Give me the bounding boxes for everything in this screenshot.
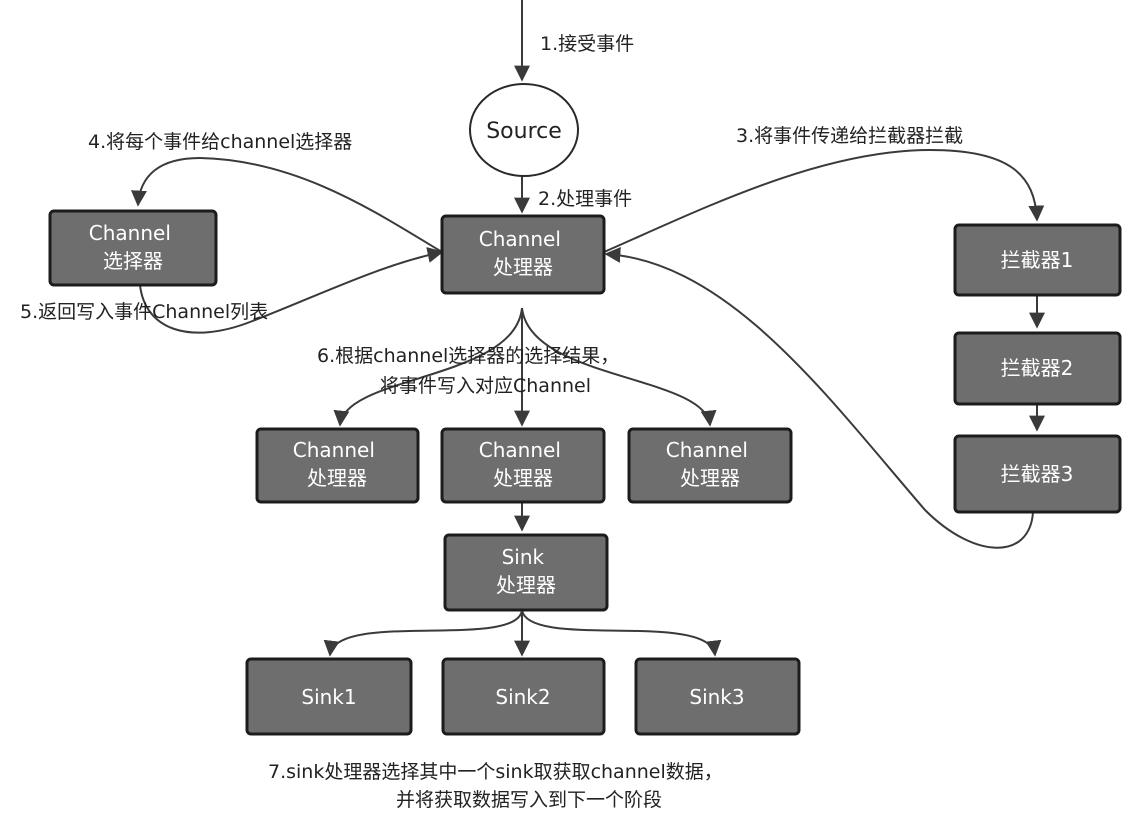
interceptor-3-label: 拦截器3: [1001, 462, 1074, 486]
edge-interceptor-3-to-channel-processor: [604, 246, 1034, 549]
edge-channel-processor-to-interceptor-1: [603, 148, 1045, 253]
label-step-2: 2.处理事件: [538, 188, 632, 210]
channel-processor-mid-node: Channel 处理器: [440, 427, 606, 504]
label-step-6-line-2: 将事件写入对应Channel: [380, 375, 591, 397]
label-step-6-line-1: 6.根据channel选择器的选择结果，: [317, 345, 619, 367]
edge-labels: 1.接受事件 2.处理事件 3.将事件传递给拦截器拦截 4.将每个事件给chan…: [20, 33, 963, 811]
channel-selector-node: Channel 选择器: [48, 209, 218, 287]
channel-processor-right-line-1: Channel: [666, 438, 748, 462]
interceptor-1-node: 拦截器1: [953, 223, 1122, 297]
label-step-1: 1.接受事件: [540, 33, 634, 55]
label-step-7-line-2: 并将获取数据写入到下一个阶段: [396, 789, 662, 811]
label-step-3: 3.将事件传递给拦截器拦截: [736, 125, 963, 147]
interceptor-1-label: 拦截器1: [1001, 248, 1074, 272]
label-step-7-line-1: 7.sink处理器选择其中一个sink取获取channel数据，: [268, 761, 723, 783]
interceptor-3-node: 拦截器3: [953, 434, 1122, 514]
channel-processor-main-node: Channel 处理器: [440, 214, 606, 295]
sink-1-node: Sink1: [245, 657, 413, 736]
label-step-5: 5.返回写入事件Channel列表: [20, 301, 268, 323]
sink-2-label: Sink2: [495, 685, 550, 709]
sink-processor-node: Sink 处理器: [443, 533, 609, 612]
edges: [130, 0, 1045, 657]
sink-1-label: Sink1: [301, 685, 356, 709]
channel-processor-mid-line-2: 处理器: [493, 466, 553, 490]
edge-sink-processor-to-sink-3: [521, 609, 722, 657]
svg-text:Channel 处理器: Channel 处理器: [666, 438, 754, 490]
sink-processor-line-1: Sink: [502, 545, 545, 569]
edge-channel-processor-to-selector: [130, 156, 443, 253]
edge-selector-to-channel-processor: [139, 247, 444, 334]
channel-processor-left-line-2: 处理器: [307, 466, 367, 490]
svg-text:Channel 处理器: Channel 处理器: [293, 438, 381, 490]
sink-3-label: Sink3: [689, 685, 744, 709]
channel-processor-right-node: Channel 处理器: [627, 427, 793, 504]
svg-text:Channel 选择器: Channel 选择器: [89, 221, 177, 273]
svg-text:Channel 处理器: Channel 处理器: [479, 438, 567, 490]
label-step-4: 4.将每个事件给channel选择器: [88, 131, 352, 153]
channel-processor-mid-line-1: Channel: [479, 438, 561, 462]
svg-text:Channel 处理器: Channel 处理器: [479, 227, 567, 279]
sink-2-node: Sink2: [441, 657, 606, 736]
interceptor-2-label: 拦截器2: [1001, 356, 1074, 380]
channel-selector-line-1: Channel: [89, 221, 171, 245]
source-label: Source: [486, 119, 562, 144]
channel-selector-line-2: 选择器: [103, 249, 163, 273]
channel-processor-left-line-1: Channel: [293, 438, 375, 462]
source-node: Source: [469, 83, 579, 177]
svg-text:Sink 处理器: Sink 处理器: [496, 545, 556, 597]
interceptor-2-node: 拦截器2: [953, 331, 1122, 406]
edge-channel-processor-to-left: [333, 307, 523, 427]
sink-3-node: Sink3: [634, 657, 801, 736]
channel-processor-main-line-1: Channel: [479, 227, 561, 251]
channel-processor-main-line-2: 处理器: [493, 255, 553, 279]
channel-processor-right-line-2: 处理器: [680, 466, 740, 490]
channel-processor-left-node: Channel 处理器: [255, 427, 420, 504]
edge-sink-processor-to-sink-1: [323, 609, 523, 657]
sink-processor-line-2: 处理器: [496, 573, 556, 597]
edge-channel-processor-to-right: [521, 307, 717, 427]
